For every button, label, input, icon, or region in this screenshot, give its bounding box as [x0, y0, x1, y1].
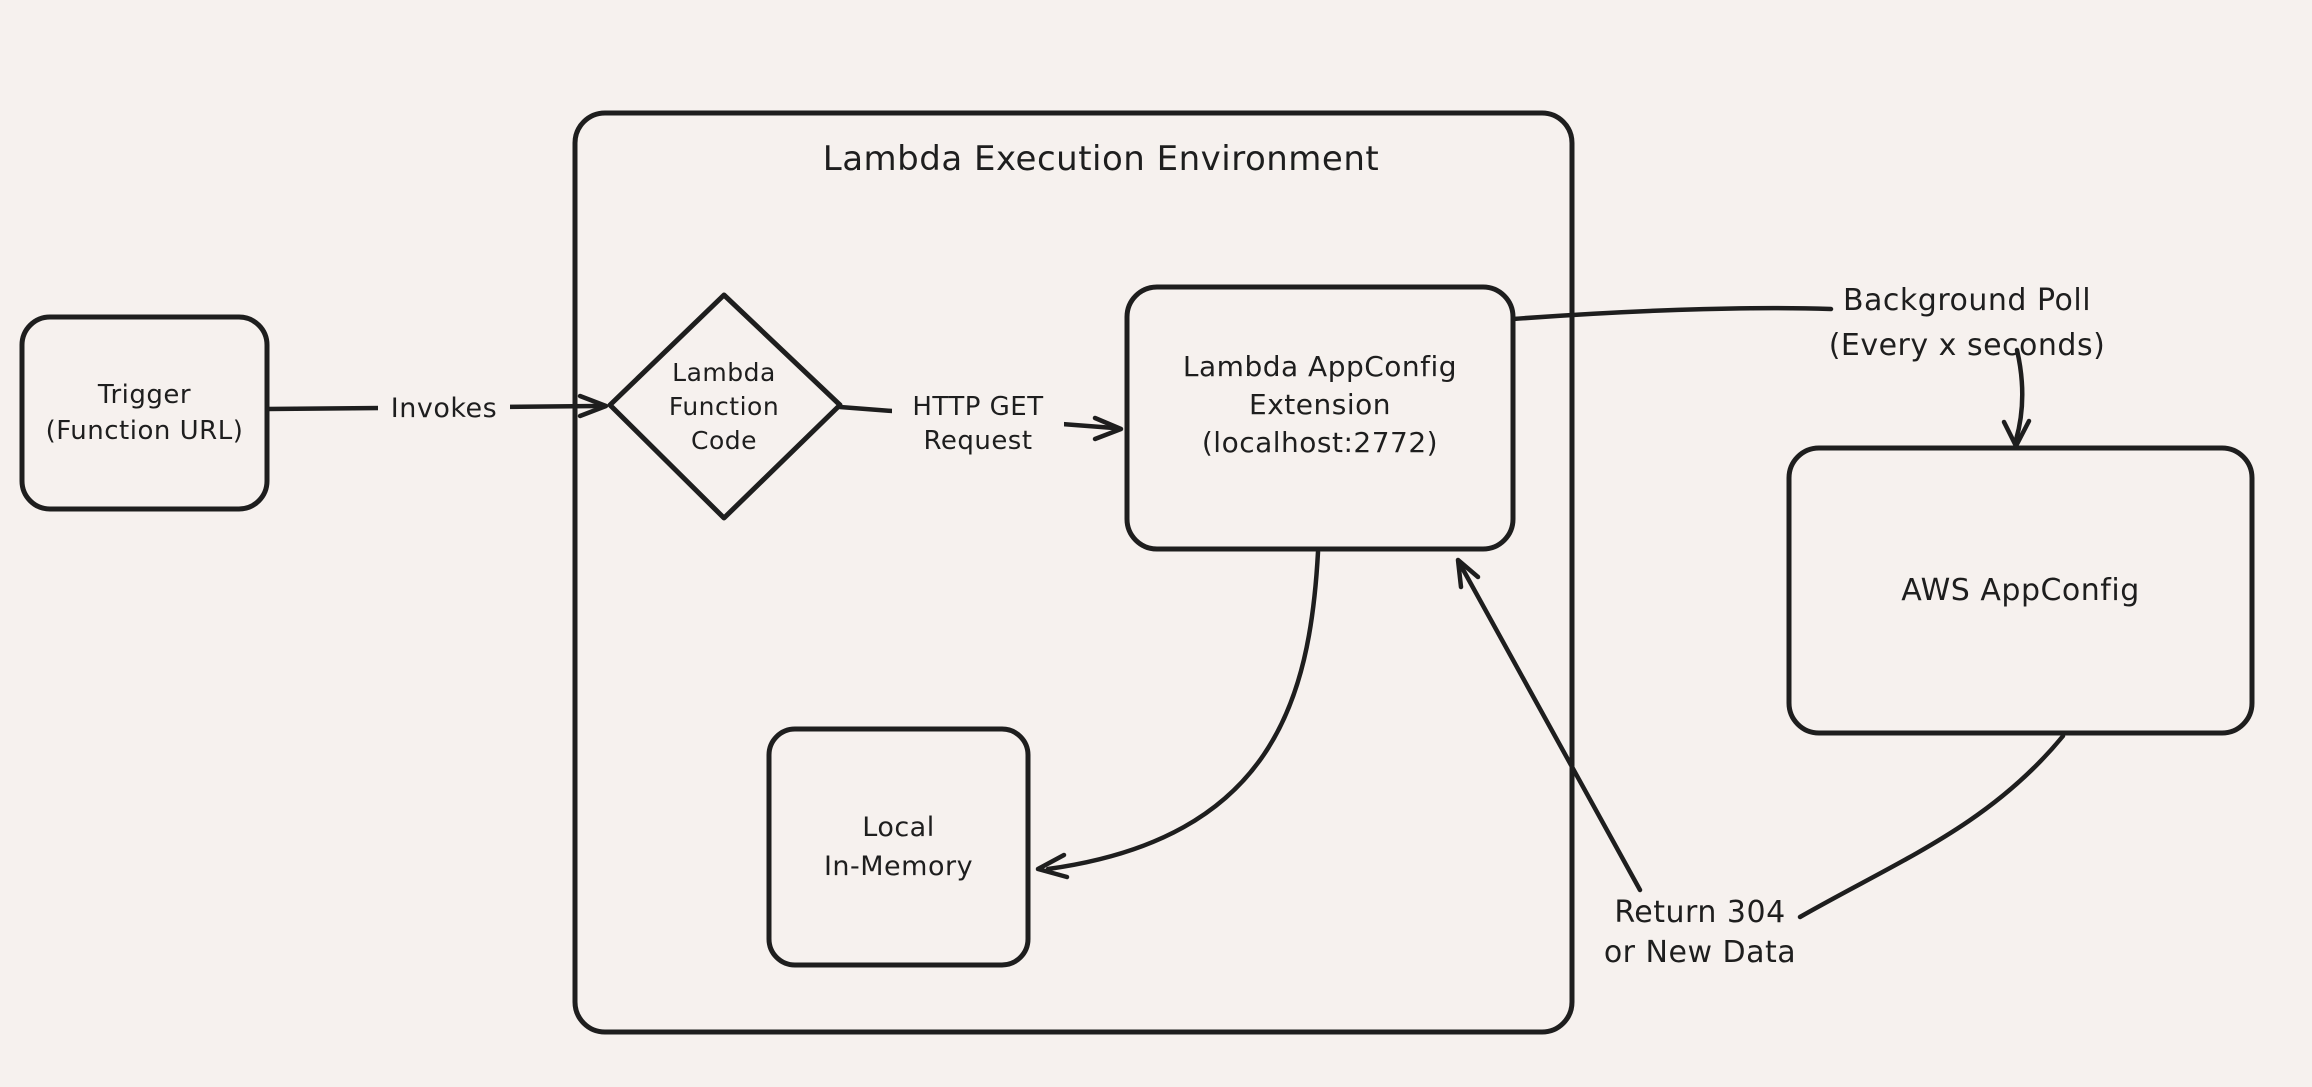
- cache-arrow-line: [1045, 549, 1321, 872]
- local-in-memory-label: Local In-Memory: [823, 811, 974, 882]
- cache-arrowhead: [1035, 852, 1070, 880]
- local-in-memory-box: [766, 726, 1031, 968]
- poll-down-arrowhead: [2001, 418, 2032, 449]
- return-line: [1797, 733, 2066, 920]
- http-get-arrowhead: [1092, 415, 1124, 442]
- appconfig-extension-label: Lambda AppConfig Extension (localhost:27…: [1182, 350, 1458, 459]
- aws-appconfig-label: AWS AppConfig: [1901, 573, 2140, 608]
- return-arrow-line: [1457, 561, 1643, 893]
- container-title: Lambda Execution Environment: [823, 138, 1379, 180]
- trigger-label: Trigger (Function URL): [45, 379, 244, 446]
- container-title-text: Lambda Execution Environment: [822, 139, 1380, 179]
- return-304-label: Return 304 or New Data: [1603, 894, 1797, 971]
- trigger-box: [19, 314, 270, 512]
- appconfig-extension-box: [1124, 284, 1516, 552]
- invokes-label: Invokes: [378, 388, 510, 428]
- poll-down-arrow-line: [2013, 347, 2025, 443]
- aws-appconfig-box: [1786, 445, 2255, 736]
- http-get-request-label: HTTP GET Request: [892, 390, 1064, 460]
- invokes-arrowhead: [577, 393, 609, 419]
- background-poll-label: Background Poll (Every x seconds): [1828, 283, 2106, 363]
- return-arrowhead: [1455, 557, 1481, 590]
- background-poll-line: [1510, 305, 1834, 322]
- lambda-execution-environment-box: [572, 110, 1575, 1035]
- lambda-function-code-label: Lambda Function Code: [668, 358, 780, 455]
